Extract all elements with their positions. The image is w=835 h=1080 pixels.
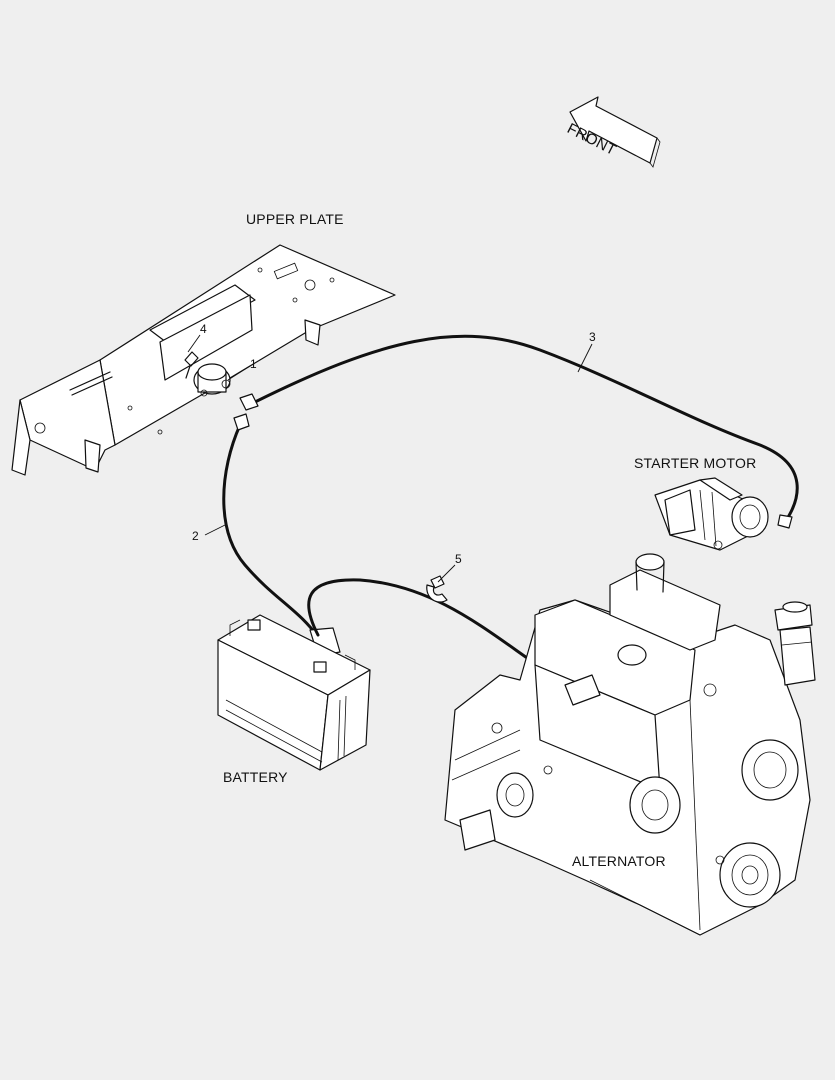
callout-1: 1 [250, 357, 257, 371]
battery [217, 614, 371, 771]
leader-4 [187, 334, 201, 353]
engine [444, 553, 811, 936]
callout-4: 4 [200, 322, 207, 336]
cable-3 [239, 334, 799, 529]
leader-2 [204, 524, 226, 536]
battery-label: BATTERY [223, 769, 288, 785]
leader-3 [577, 343, 593, 373]
callout-2: 2 [192, 529, 199, 543]
callout-3: 3 [589, 330, 596, 344]
starter-motor-label: STARTER MOTOR [634, 455, 757, 471]
upper-plate [11, 244, 396, 476]
front-arrow [569, 96, 661, 168]
starter-motor [654, 477, 769, 551]
callout-5: 5 [455, 552, 462, 566]
leader-1 [227, 365, 251, 381]
leader-5 [437, 564, 456, 583]
upper-plate-label: UPPER PLATE [246, 211, 344, 227]
alternator-label: ALTERNATOR [572, 853, 666, 869]
battery-switch [184, 351, 231, 397]
fuel-filter [774, 601, 816, 686]
